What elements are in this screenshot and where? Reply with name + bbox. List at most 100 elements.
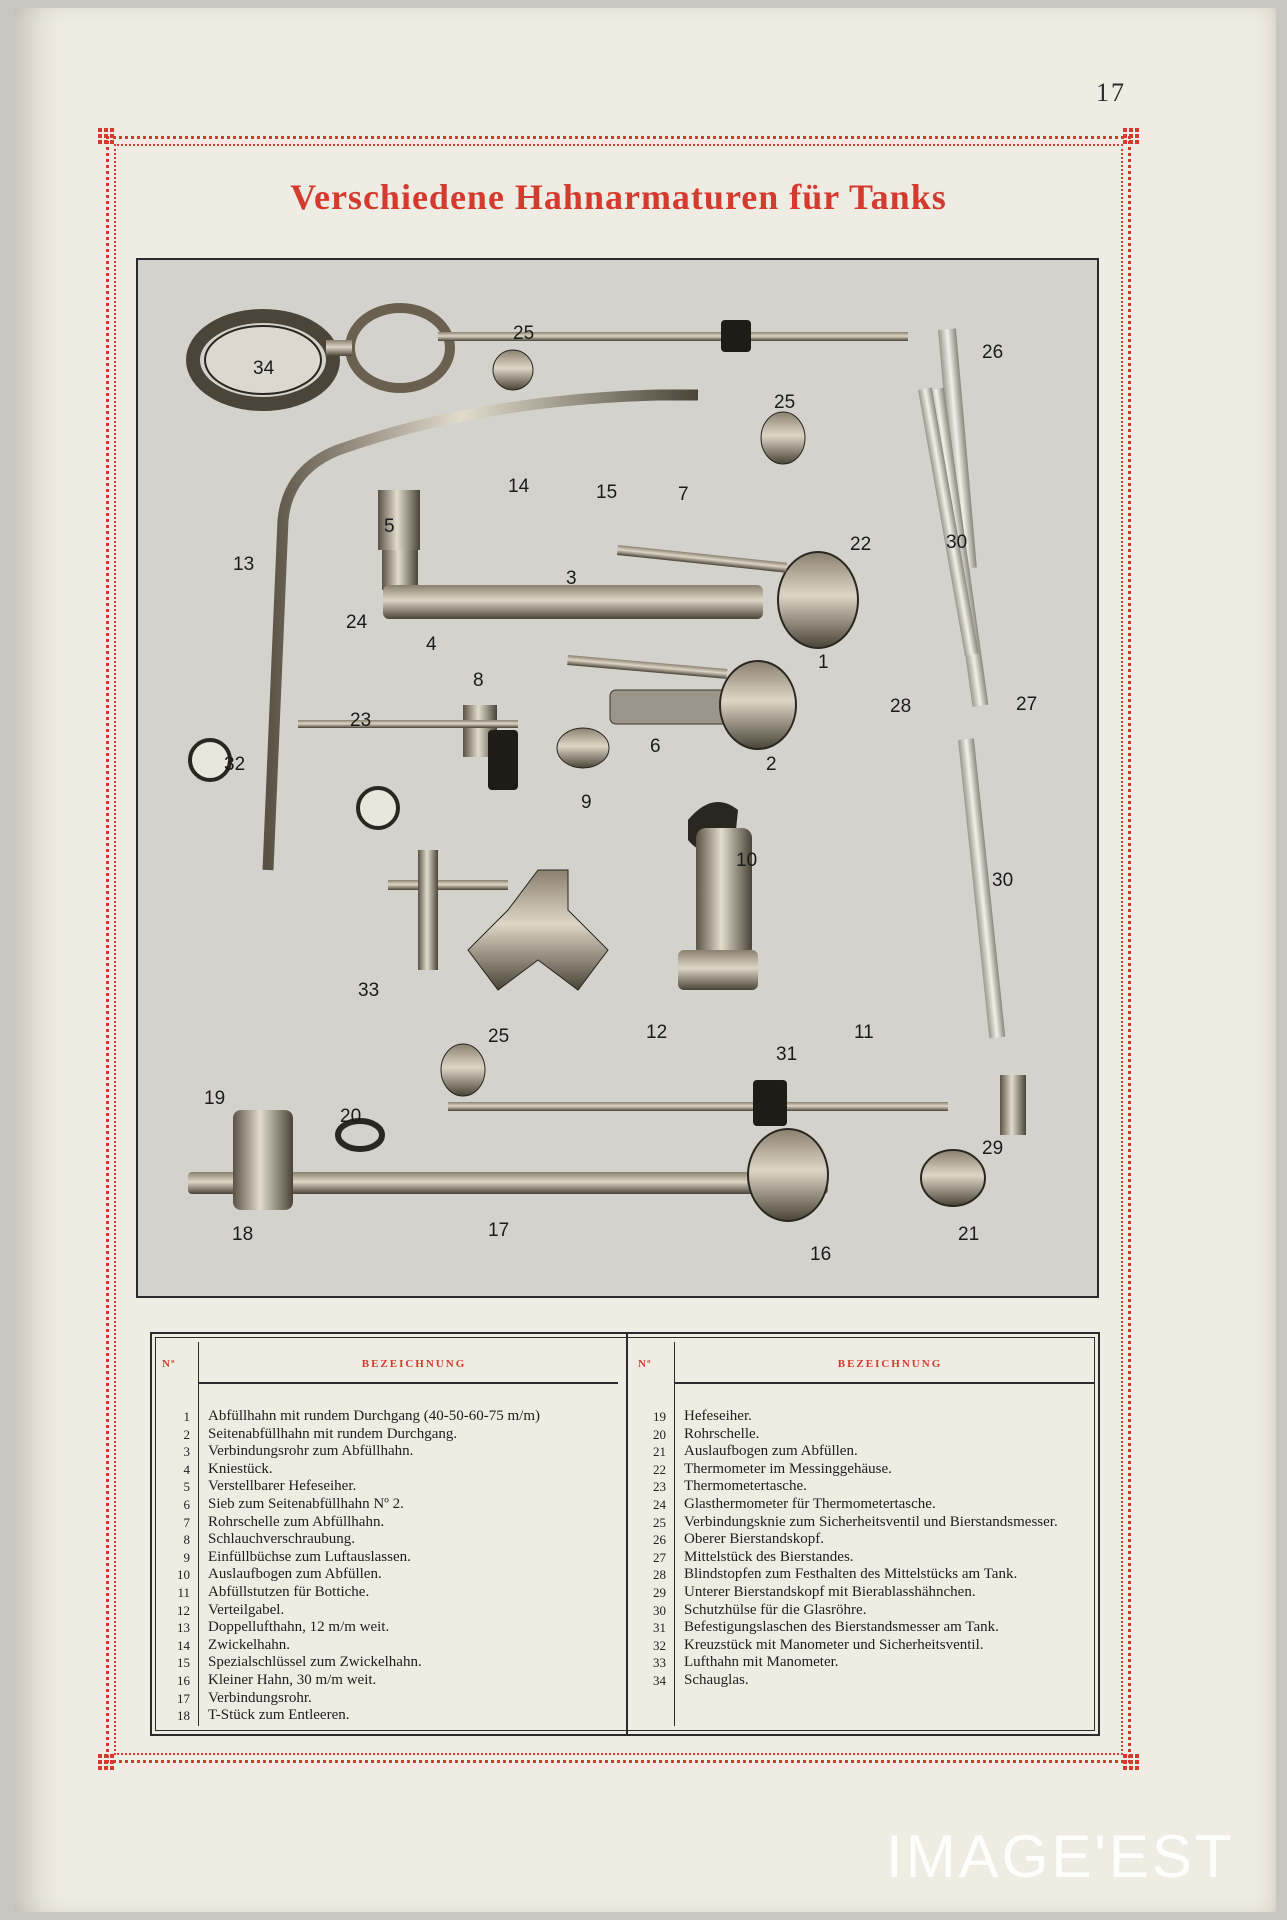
part-label: 1 bbox=[818, 652, 829, 673]
legend-row: 33 Lufthahn mit Manometer. bbox=[628, 1654, 1102, 1672]
part-label: 27 bbox=[1016, 694, 1037, 715]
side-tap-assembly bbox=[567, 655, 797, 750]
legend-row-text: Lufthahn mit Manometer. bbox=[684, 1654, 839, 1671]
legend-row-number: 24 bbox=[653, 1496, 666, 1512]
legend-row-number: 6 bbox=[183, 1496, 191, 1512]
part-label: 20 bbox=[340, 1106, 361, 1127]
fittings-illustration: 34 25 31 26 25 13 14 15 7 5 22 30 3 24 4… bbox=[186, 303, 1037, 1265]
legend-row-number: 34 bbox=[653, 1672, 666, 1688]
part-label: 16 bbox=[810, 1244, 831, 1265]
legend-row-text: Auslaufbogen zum Abfüllen. bbox=[208, 1566, 382, 1583]
part-label: 11 bbox=[854, 1022, 874, 1043]
legend-row-text: Verbindungsrohr. bbox=[208, 1689, 312, 1706]
part-label: 13 bbox=[233, 554, 254, 575]
part-label: 30 bbox=[992, 870, 1013, 891]
legend-row-text: Verbindungsrohr zum Abfüllhahn. bbox=[208, 1443, 414, 1460]
legend-row-text: Verstellbarer Hefeseiher. bbox=[208, 1478, 357, 1495]
decorative-border-inner bbox=[114, 144, 1123, 1755]
part-label: 7 bbox=[678, 484, 689, 505]
part-label: 24 bbox=[346, 612, 368, 633]
part-label: 2 bbox=[766, 754, 777, 775]
legend-row-text: Zwickelhahn. bbox=[208, 1636, 291, 1653]
border-corner-ornament bbox=[1122, 1753, 1140, 1771]
legend-row: 10 Auslaufbogen zum Abfüllen. bbox=[152, 1566, 626, 1584]
legend-row-text: Schutzhülse für die Glasröhre. bbox=[684, 1601, 867, 1618]
filling-nozzle-shape bbox=[678, 828, 758, 990]
page-title: Verschiedene Hahnarmaturen für Tanks bbox=[290, 177, 947, 217]
legend-row-text: Oberer Bierstandskopf. bbox=[684, 1531, 824, 1548]
legend-row-number: 11 bbox=[177, 1584, 190, 1600]
legend-row-number: 25 bbox=[653, 1514, 666, 1530]
legend-row-number: 32 bbox=[653, 1637, 666, 1653]
part-label: 28 bbox=[890, 696, 911, 717]
legend-row-number: 10 bbox=[177, 1567, 190, 1583]
legend-row-number: 21 bbox=[653, 1444, 666, 1460]
part-label: 3 bbox=[566, 568, 577, 589]
legend-row-number: 15 bbox=[177, 1655, 190, 1671]
legend-row-number: 9 bbox=[183, 1549, 191, 1565]
border-corner-ornament bbox=[97, 127, 115, 145]
part-label: 25 bbox=[774, 392, 795, 413]
legend-row-number: 23 bbox=[653, 1479, 666, 1495]
part-label: 12 bbox=[646, 1022, 667, 1043]
legend-row-number: 33 bbox=[653, 1655, 666, 1671]
drain-pipe-assembly bbox=[188, 1110, 986, 1222]
legend-row-text: Rohrschelle. bbox=[684, 1425, 760, 1442]
legend-row-number: 29 bbox=[653, 1584, 666, 1600]
legend-row-number: 12 bbox=[177, 1602, 190, 1618]
legend-row-text: Thermometer im Messinggehäuse. bbox=[684, 1460, 892, 1477]
part-label: 5 bbox=[384, 516, 395, 537]
legend-row-number: 4 bbox=[183, 1461, 191, 1477]
legend-row-number: 5 bbox=[183, 1479, 191, 1495]
legend-row-number: 14 bbox=[177, 1637, 190, 1653]
legend-row-text: Verteilgabel. bbox=[208, 1601, 285, 1618]
legend-row-text: Unterer Bierstandskopf mit Bierablasshäh… bbox=[684, 1583, 976, 1600]
part-label: 25 bbox=[488, 1026, 509, 1047]
column-header-bezeichnung: BEZEICHNUNG bbox=[837, 1358, 943, 1370]
border-corner-ornament bbox=[97, 1753, 115, 1771]
part-label: 6 bbox=[650, 736, 661, 757]
upper-beer-level-assembly bbox=[438, 320, 977, 570]
legend-row: 12 Verteilgabel. bbox=[152, 1602, 626, 1620]
glass-tube-shape bbox=[958, 738, 1006, 1039]
legend-row-text: Schauglas. bbox=[684, 1671, 749, 1688]
catalog-page: 1 7 Verschiedene Hahnarmaturen für Tanks bbox=[14, 8, 1276, 1912]
part-label: 32 bbox=[224, 754, 245, 775]
column-header-no: Nº bbox=[162, 1358, 176, 1370]
part-label: 19 bbox=[204, 1088, 225, 1109]
part-label: 4 bbox=[426, 634, 437, 655]
legend-row-text: Blindstopfen zum Festhalten des Mittelst… bbox=[684, 1566, 1018, 1583]
legend-row-number: 26 bbox=[653, 1532, 666, 1548]
legend-row-text: Kleiner Hahn, 30 m/m weit. bbox=[208, 1671, 377, 1688]
part-label: 29 bbox=[982, 1138, 1003, 1159]
legend-row: 34 Schauglas. bbox=[628, 1672, 1102, 1690]
legend-row-text: Seitenabfüllhahn mit rundem Durchgang. bbox=[208, 1425, 458, 1442]
legend-row: 2 Seitenabfüllhahn mit rundem Durchgang. bbox=[152, 1426, 626, 1444]
legend-row-text: Auslaufbogen zum Abfüllen. bbox=[684, 1443, 858, 1460]
legend-row-number: 22 bbox=[653, 1461, 666, 1477]
watermark-logo: IMAGE'EST bbox=[886, 1823, 1235, 1890]
legend-row: 5 Verstellbarer Hefeseiher. bbox=[152, 1478, 626, 1496]
part-label: 30 bbox=[946, 532, 967, 553]
part-label: 10 bbox=[736, 850, 757, 871]
part-label: 33 bbox=[358, 980, 379, 1001]
main-tap-assembly bbox=[378, 490, 859, 649]
legend-row-number: 2 bbox=[183, 1426, 191, 1442]
